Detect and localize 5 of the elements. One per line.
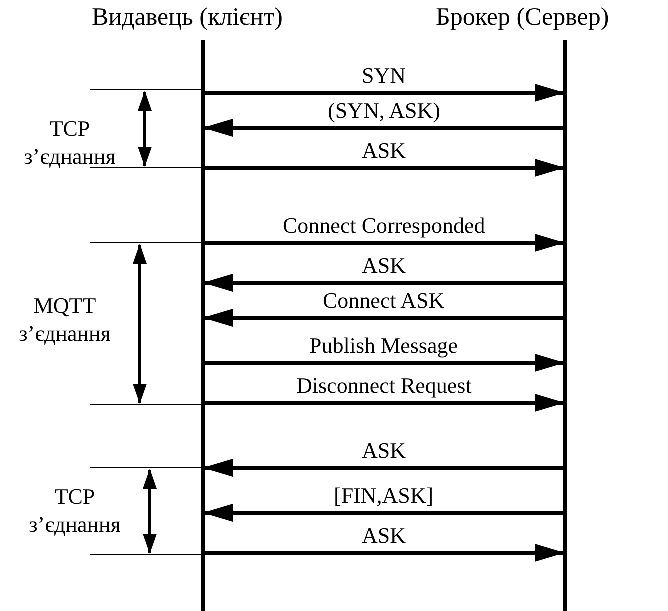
phase-label: MQTT з’єднання	[18, 292, 112, 348]
participant-label: Брокер (Сервер)	[436, 4, 610, 32]
participant-label: Видавець (клієнт)	[92, 4, 283, 32]
phase-label: TCP з’єднання	[28, 483, 122, 539]
phase-label: TCP з’єднання	[23, 115, 117, 171]
